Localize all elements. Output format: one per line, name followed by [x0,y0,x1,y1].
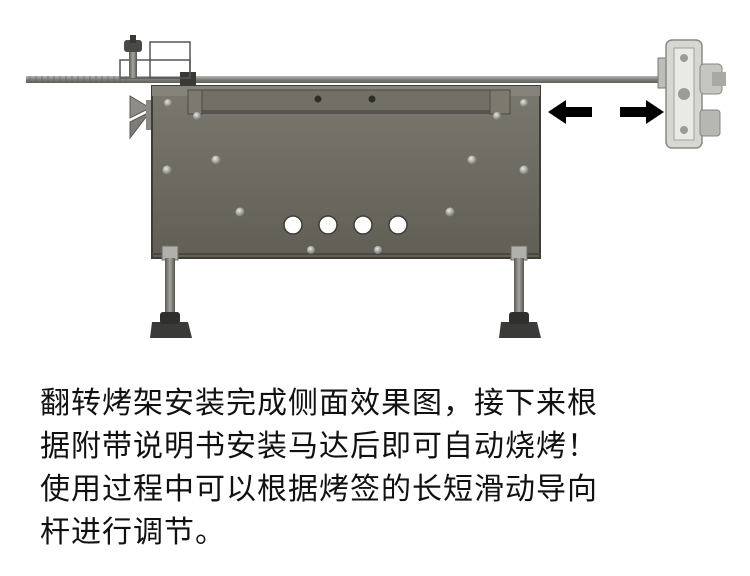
caption-line-2: 据附带说明书安装马达后即可自动烧烤！ [40,429,598,464]
caption-line-3: 使用过程中可以根据烤签的长短滑动导向 [40,472,598,507]
guide-rod [26,72,666,86]
right-leg [499,245,541,338]
caption-text: 翻转烤架安装完成侧面效果图，接下来根 据附带说明书安装马达后即可自动烧烤！ 使用… [40,382,740,554]
caption-line-4: 杆进行调节。 [40,515,226,550]
side-plate [151,85,541,259]
left-leg [150,245,192,338]
right-arrow-icon [620,100,664,124]
plate-holes [283,215,408,235]
rod-clamp [119,35,191,79]
spit-fork-assembly [657,39,726,149]
left-arrow-icon [548,100,592,124]
rotisserie-rack-illustration [26,35,726,338]
caption-line-1: 翻转烤架安装完成侧面效果图，接下来根 [40,386,598,421]
plate-bolts [162,95,529,254]
